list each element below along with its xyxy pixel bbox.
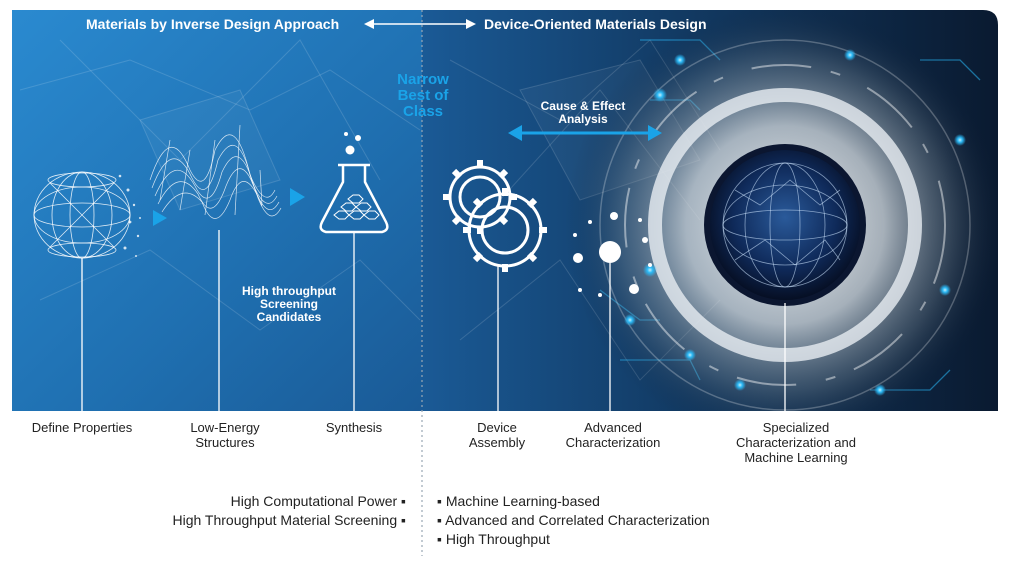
device-line-1: Device <box>477 420 517 435</box>
sphere-network <box>722 162 848 288</box>
caption-specialized: Specialized Characterization and Machine… <box>716 420 876 465</box>
flask-hexagons <box>333 194 380 220</box>
wire-globe <box>33 171 131 259</box>
device-line-2: Assembly <box>468 435 526 450</box>
neural-sphere <box>704 144 866 306</box>
caption-device-assembly: Device Assembly <box>452 420 542 450</box>
advanced-line-2: Characterization <box>565 435 661 450</box>
step-arrow-2 <box>290 188 305 206</box>
low-energy-line-2: Structures <box>195 435 255 450</box>
left-bullet-list: High Computational Power ▪ High Throughp… <box>140 492 406 530</box>
cause-effect-arrow <box>508 125 662 141</box>
screening-line-2: Screening <box>259 297 319 311</box>
caption-synthesis: Synthesis <box>325 420 383 435</box>
caption-low-energy: Low-Energy Structures <box>170 420 280 450</box>
left-header-title: Materials by Inverse Design Approach <box>86 16 340 32</box>
right-bullet-list: ▪ Machine Learning-based ▪ Advanced and … <box>437 492 767 549</box>
step-arrow-1 <box>153 210 167 226</box>
gears <box>443 160 547 272</box>
header-arrow <box>364 19 476 29</box>
right-bullet-item: ▪ Advanced and Correlated Characterizati… <box>437 512 710 528</box>
flask-bubbles <box>344 132 361 155</box>
screening-line-1: High throughput <box>242 284 336 298</box>
specialized-line-1: Specialized <box>762 420 830 435</box>
best-of-line: Best of <box>397 87 449 104</box>
right-header-title: Device-Oriented Materials Design <box>484 16 707 32</box>
globe-particles <box>118 174 141 257</box>
screening-label: High throughput Screening Candidates <box>228 285 350 324</box>
specialized-line-2: Characterization and <box>736 435 856 450</box>
energy-surface <box>149 124 282 219</box>
cause-effect-line-1: Cause & Effect <box>540 99 626 113</box>
narrow-best-label: Narrow Best of Class <box>382 72 464 120</box>
cause-effect-line-2: Analysis <box>558 112 608 126</box>
screening-line-3: Candidates <box>256 310 322 324</box>
characterization-dots <box>573 212 652 297</box>
stems <box>81 230 786 411</box>
caption-advanced-characterization: Advanced Characterization <box>552 420 674 450</box>
low-energy-line-1: Low-Energy <box>190 420 260 435</box>
glow-dots <box>624 49 966 396</box>
caption-define-properties: Define Properties <box>31 420 133 435</box>
background-group <box>12 10 998 411</box>
advanced-line-1: Advanced <box>584 420 642 435</box>
narrow-line: Narrow <box>397 71 449 88</box>
right-bullet-item: ▪ High Throughput <box>437 531 550 547</box>
right-bullet-item: ▪ Machine Learning-based <box>437 493 600 509</box>
specialized-line-3: Machine Learning <box>744 450 848 465</box>
left-bullet-item: High Computational Power ▪ <box>230 493 406 509</box>
class-line: Class <box>402 103 444 120</box>
left-bullet-item: High Throughput Material Screening ▪ <box>172 512 406 528</box>
cause-effect-label: Cause & Effect Analysis <box>528 100 638 126</box>
